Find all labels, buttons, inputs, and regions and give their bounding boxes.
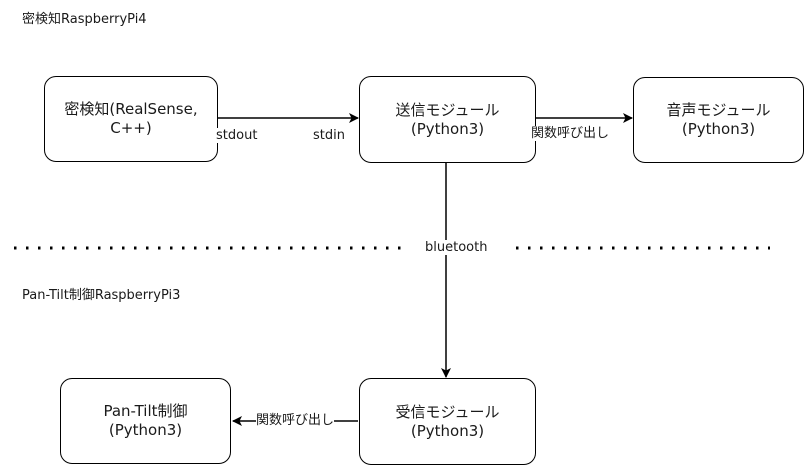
edge-label-function-call-top: 関数呼び出し bbox=[531, 126, 610, 141]
node-pantilt-line2: (Python3) bbox=[108, 421, 183, 439]
node-receiver[interactable]: 受信モジュール (Python3) bbox=[359, 378, 536, 465]
node-pantilt-line1: Pan-Tilt制御 bbox=[103, 402, 188, 420]
node-receiver-line1: 受信モジュール bbox=[395, 402, 500, 421]
node-audio[interactable]: 音声モジュール (Python3) bbox=[633, 77, 804, 163]
node-receiver-line2: (Python3) bbox=[410, 421, 485, 440]
edge-label-bluetooth: bluetooth bbox=[424, 240, 489, 255]
section-title-raspberrypi3: Pan-Tilt制御RaspberryPi3 bbox=[22, 288, 181, 303]
section-title-raspberrypi4: 密検知RaspberryPi4 bbox=[22, 12, 147, 27]
node-audio-line2: (Python3) bbox=[681, 120, 756, 138]
node-sender-line2: (Python3) bbox=[410, 119, 485, 138]
edge-label-function-call-bottom: 関数呼び出し bbox=[256, 413, 335, 428]
node-sender-line1: 送信モジュール bbox=[395, 100, 500, 119]
node-sender[interactable]: 送信モジュール (Python3) bbox=[359, 76, 536, 163]
node-audio-line1: 音声モジュール bbox=[666, 101, 771, 119]
edge-label-stdin: stdin bbox=[313, 128, 345, 143]
node-detector-line2: C++) bbox=[110, 119, 152, 137]
node-pantilt[interactable]: Pan-Tilt制御 (Python3) bbox=[60, 378, 231, 464]
node-detector[interactable]: 密検知(RealSense, C++) bbox=[44, 76, 218, 162]
node-detector-line1: 密検知(RealSense, bbox=[64, 100, 198, 118]
edge-label-stdout: stdout bbox=[216, 128, 258, 143]
